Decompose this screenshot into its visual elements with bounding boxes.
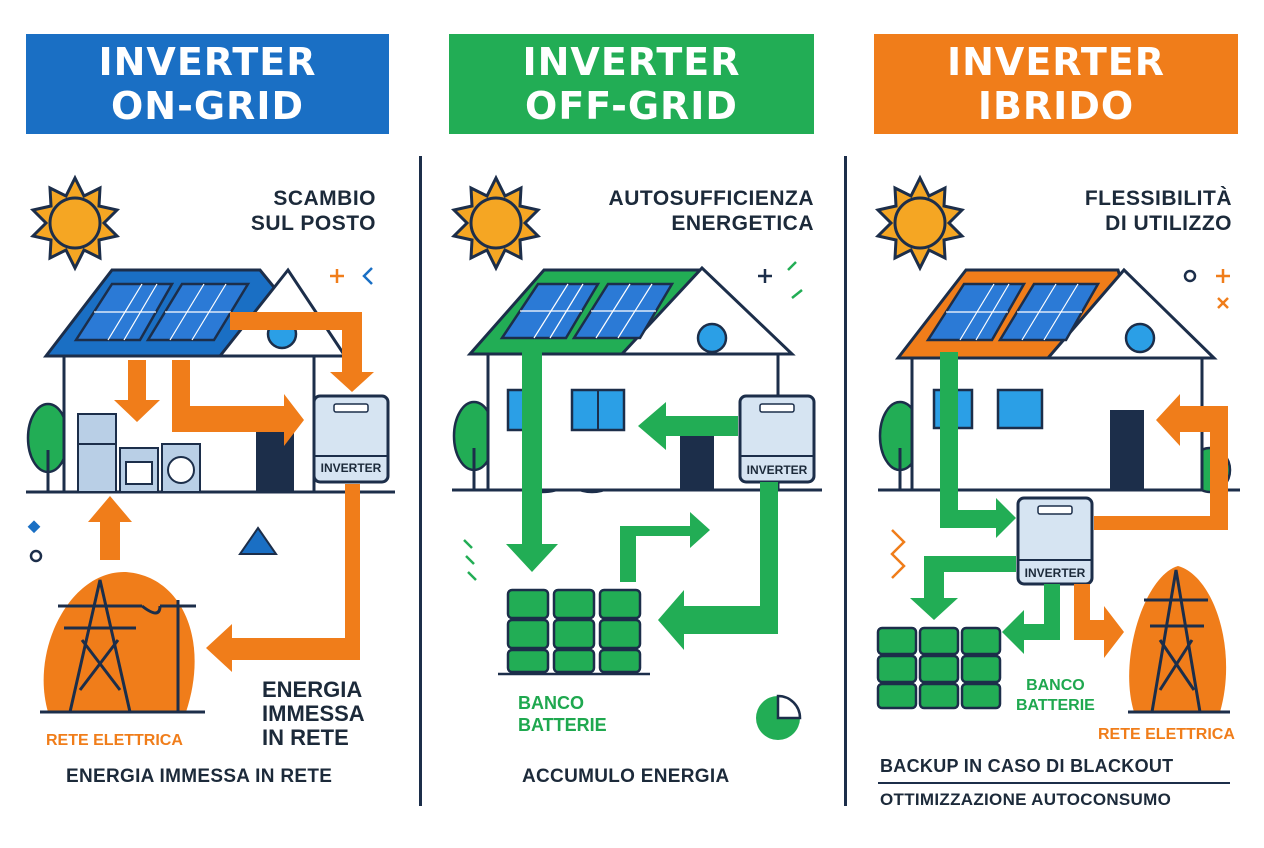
solar-panel-icon: [73, 282, 251, 342]
chevron-icon: [362, 267, 373, 285]
battery-label-line-1: BANCO: [1026, 677, 1085, 694]
title-line-1: INVERTER: [522, 40, 741, 84]
battery-label-line-2: BATTERIE: [1016, 697, 1095, 714]
solar-panel-icon: [499, 282, 675, 340]
side-label: ENERGIA IMMESSA IN RETE: [262, 678, 365, 750]
sun-icon: [875, 174, 965, 272]
inverter-icon: [738, 394, 816, 484]
tagline-line-2: SUL POSTO: [250, 212, 376, 235]
title-line-2: ON-GRID: [110, 84, 304, 128]
divider-1: [419, 156, 422, 806]
inverter-label: INVERTER: [1024, 566, 1086, 580]
footer-label-1: BACKUP IN CASO DI BLACKOUT: [880, 756, 1174, 776]
grid-label: RETE ELETTRICA: [1098, 726, 1235, 743]
battery-bank-icon: [498, 588, 650, 676]
tagline-line-2: ENERGETICA: [671, 212, 814, 235]
dash-marks-icon: [463, 261, 803, 581]
tree-icon: [452, 400, 496, 490]
ibrido-illustration: [875, 174, 1240, 714]
title-banner-off-grid: INVERTER OFF-GRID: [449, 34, 814, 134]
energy-flow-arrows-green: [910, 352, 1060, 654]
footer-label: ACCUMULO ENERGIA: [522, 766, 730, 787]
energy-flow-arrows: [88, 312, 374, 672]
energy-flow-arrows-orange: [1074, 394, 1228, 658]
ring-icon: [29, 549, 43, 563]
tree-icon: [26, 402, 70, 492]
house-icon: [894, 267, 1218, 492]
title-line-1: INVERTER: [98, 40, 317, 84]
panel-off-grid: INVERTER OFF-GRID: [422, 0, 842, 848]
title-banner-ibrido: INVERTER IBRIDO: [874, 34, 1238, 134]
tagline-line-1: AUTOSUFFICIENZA: [608, 187, 814, 210]
sun-icon: [451, 174, 541, 272]
solar-panel-icon: [925, 282, 1101, 342]
battery-label-line-2: BATTERIE: [518, 715, 607, 735]
inverter-label: INVERTER: [746, 463, 808, 477]
zigzag-icon: [890, 529, 906, 579]
tagline-line-2: DI UTILIZZO: [1105, 212, 1232, 235]
tagline-line-1: FLESSIBILITÀ: [1084, 187, 1232, 210]
side-label-line-2: IMMESSA: [262, 701, 365, 726]
energy-flow-arrows: [506, 350, 778, 650]
tagline: SCAMBIO SUL POSTO: [180, 186, 376, 236]
sparkle-icon: [330, 269, 344, 283]
on-grid-illustration: [26, 174, 395, 714]
tagline: AUTOSUFFICIENZA ENERGETICA: [552, 186, 814, 236]
power-pylon-icon: [40, 571, 205, 714]
title-line-2: IBRIDO: [977, 84, 1135, 128]
side-label-line-1: ENERGIA: [262, 677, 363, 702]
title-line-2: OFF-GRID: [525, 84, 738, 128]
title-line-1: INVERTER: [946, 40, 1165, 84]
sun-icon: [30, 174, 120, 272]
panel-ibrido: INVERTER IBRIDO: [848, 0, 1264, 848]
battery-label: BANCO BATTERIE: [518, 692, 607, 736]
off-grid-illustration: [451, 174, 822, 740]
sparkle-icon: [1216, 269, 1230, 309]
appliances-icon: [77, 413, 201, 493]
pie-icon: [756, 694, 802, 740]
footer-separator: [878, 782, 1230, 784]
tagline-line-1: SCAMBIO: [273, 187, 376, 210]
battery-label-line-1: BANCO: [518, 693, 584, 713]
inverter-icon: [312, 394, 390, 484]
sparkle-icon: [758, 269, 772, 283]
power-pylon-icon: [1128, 566, 1230, 714]
inverter-label: INVERTER: [320, 461, 382, 475]
divider-2: [844, 156, 847, 806]
battery-label: BANCO BATTERIE: [1016, 676, 1095, 716]
panel-on-grid: INVERTER ON-GRID: [0, 0, 410, 848]
title-banner-on-grid: INVERTER ON-GRID: [26, 34, 389, 134]
footer-label-2: OTTIMIZZAZIONE AUTOCONSUMO: [880, 790, 1172, 809]
triangle-icon: [238, 526, 278, 555]
tagline: FLESSIBILITÀ DI UTILIZZO: [1018, 186, 1232, 236]
footer-label: ENERGIA IMMESSA IN RETE: [66, 766, 333, 787]
grid-label: RETE ELETTRICA: [46, 732, 183, 749]
side-label-line-3: IN RETE: [262, 725, 349, 750]
diamond-icon: [27, 520, 41, 534]
ring-icon: [1183, 269, 1197, 283]
battery-bank-icon: [876, 626, 1002, 710]
